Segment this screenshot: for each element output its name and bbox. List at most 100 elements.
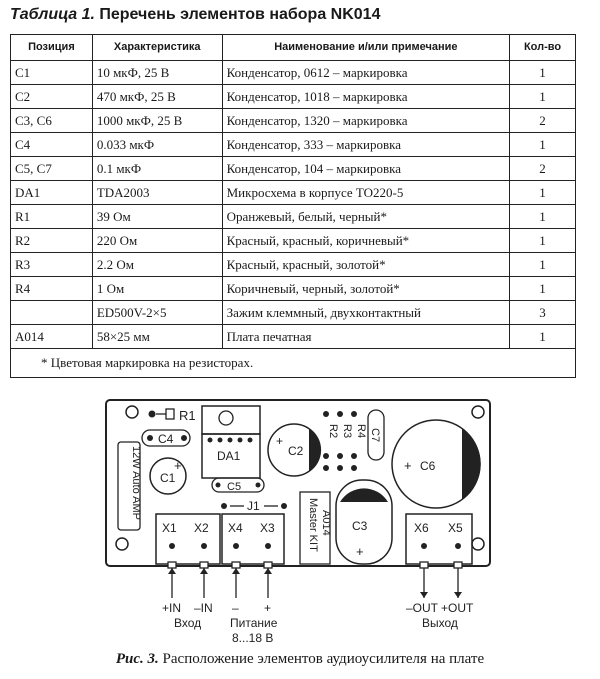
mount-hole-icon xyxy=(471,405,485,419)
c2-plus: + xyxy=(276,434,283,448)
pad-icon xyxy=(351,453,357,459)
cell-quantity: 1 xyxy=(509,132,576,157)
pad-icon xyxy=(351,411,357,417)
arrow-down-icon xyxy=(454,592,462,598)
cell-name: Красный, красный, коричневый* xyxy=(221,228,511,253)
c3-label: C3 xyxy=(352,519,368,533)
pad-icon xyxy=(337,465,343,471)
output-label: Выход xyxy=(422,616,458,630)
cell-name: Конденсатор, 0612 – маркировка xyxy=(221,60,511,85)
table-footnote-row: * Цветовая маркировка на резисторах. xyxy=(10,348,576,378)
header-quantity: Кол-во xyxy=(509,34,576,61)
cell-quantity: 1 xyxy=(509,204,576,229)
cell-characteristic: 220 Ом xyxy=(91,228,223,253)
c4-label: C4 xyxy=(158,432,174,446)
cell-characteristic: 0.1 мкФ xyxy=(91,156,223,181)
cell-name: Красный, красный, золотой* xyxy=(221,252,511,277)
cell-characteristic: TDA2003 xyxy=(91,180,223,205)
mount-hole-icon xyxy=(218,410,234,426)
cell-characteristic: ED500V-2×5 xyxy=(91,300,223,325)
terminal-input-icon xyxy=(155,513,221,565)
pad-icon xyxy=(221,503,227,509)
pad-icon xyxy=(323,453,329,459)
capacitor-c5-icon xyxy=(211,477,265,493)
cell-quantity: 1 xyxy=(509,84,576,109)
heatsink-da1-icon xyxy=(201,405,261,435)
c1-label: C1 xyxy=(160,471,176,485)
cell-position: R3 xyxy=(10,252,93,277)
voltage-label: 8...18 В xyxy=(232,631,273,645)
x4-label: X4 xyxy=(228,521,243,535)
cell-characteristic: 39 Ом xyxy=(91,204,223,229)
cell-quantity: 1 xyxy=(509,276,576,301)
cell-position: R4 xyxy=(10,276,93,301)
cell-position: R1 xyxy=(10,204,93,229)
cell-characteristic: 10 мкФ, 25 В xyxy=(91,60,223,85)
c5-label: C5 xyxy=(227,481,241,493)
cell-characteristic: 1000 мкФ, 25 В xyxy=(91,108,223,133)
kit-label-frame xyxy=(299,491,331,565)
c1-plus: + xyxy=(174,458,182,473)
pad-icon xyxy=(323,465,329,471)
capacitor-c4-icon xyxy=(141,429,191,447)
cell-position: R2 xyxy=(10,228,93,253)
terminal-output-icon xyxy=(405,513,473,565)
cell-characteristic: 58×25 мм xyxy=(91,324,223,349)
pad-icon xyxy=(337,411,343,417)
capacitor-c7-icon xyxy=(367,409,385,461)
cell-position: C1 xyxy=(10,60,93,85)
parts-table: Позиция Характеристика Наименование и/ил… xyxy=(10,34,576,378)
arrow-down-icon xyxy=(420,592,428,598)
mount-hole-icon xyxy=(471,537,485,551)
j1-label: J1 xyxy=(247,499,260,513)
out-plus-label: +OUT xyxy=(441,601,474,615)
in-plus-label: +IN xyxy=(162,601,181,615)
wire-arrows xyxy=(168,568,462,598)
pad-icon xyxy=(281,503,287,509)
cell-position: DA1 xyxy=(10,180,93,205)
arrow-up-icon xyxy=(264,568,272,574)
resistor-r1-icon xyxy=(165,408,175,420)
r3-label: R3 xyxy=(341,424,353,438)
x6-label: X6 xyxy=(414,521,429,535)
terminal-wires xyxy=(167,561,463,598)
out-minus-label: –OUT xyxy=(406,601,439,615)
cell-characteristic: 2.2 Ом xyxy=(91,252,223,277)
header-position: Позиция xyxy=(10,34,93,61)
cell-quantity: 1 xyxy=(509,324,576,349)
table-title-text: Перечень элементов набора NK014 xyxy=(99,6,381,23)
c6-plus: + xyxy=(404,458,412,473)
r1-label: R1 xyxy=(179,408,196,423)
terminal-power-icon xyxy=(221,513,285,565)
cell-position xyxy=(10,300,93,325)
amp-label: 12W Auto AMP xyxy=(130,446,142,520)
pcb-outline xyxy=(105,399,491,567)
header-name: Наименование и/или примечание xyxy=(221,34,511,61)
cell-name: Конденсатор, 104 – маркировка xyxy=(221,156,511,181)
arrow-up-icon xyxy=(168,568,176,574)
capacitor-c3-icon xyxy=(335,479,393,565)
c3-plus: + xyxy=(356,544,364,559)
cell-position: C2 xyxy=(10,84,93,109)
cell-name: Конденсатор, 1018 – маркировка xyxy=(221,84,511,109)
cell-quantity: 1 xyxy=(509,60,576,85)
cell-characteristic: 1 Ом xyxy=(91,276,223,301)
x1-label: X1 xyxy=(162,521,177,535)
power-plus-label: + xyxy=(264,601,271,615)
board-figure: 12W Auto AMP R1 C4 DA1 + C1 C5 + C2 R2 R… xyxy=(104,398,500,648)
pad-icon xyxy=(148,410,156,418)
cell-name: Конденсатор, 333 – маркировка xyxy=(221,132,511,157)
c2-label: C2 xyxy=(288,444,304,458)
c7-label: C7 xyxy=(369,428,381,442)
table-footnote: * Цветовая маркировка на резисторах. xyxy=(10,348,576,378)
header-characteristic: Характеристика xyxy=(91,34,223,61)
cell-quantity: 1 xyxy=(509,228,576,253)
kit-label-2: A014 xyxy=(320,510,332,536)
